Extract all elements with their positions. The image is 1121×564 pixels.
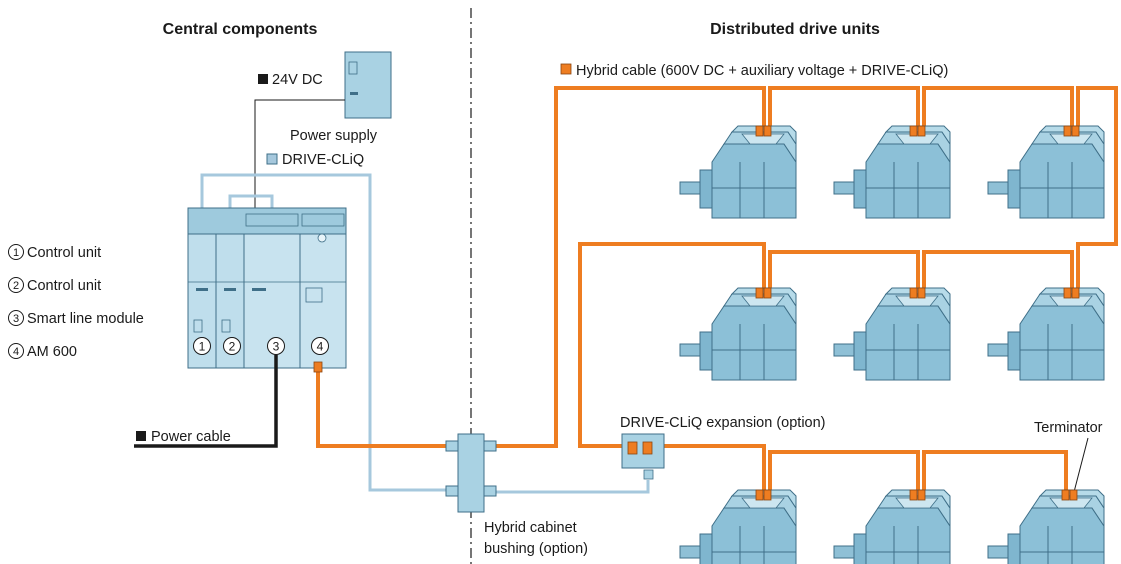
motor-r3-c2 [833, 489, 951, 564]
svg-text:Control unit: Control unit [27, 278, 101, 294]
bushing-label-line1: Hybrid cabinet [484, 520, 577, 536]
hybrid-cable-seg-1 [768, 86, 920, 128]
svg-text:Control unit: Control unit [27, 245, 101, 261]
dc24-label: 24V DC [272, 72, 323, 88]
motor-r1-c1 [679, 125, 797, 219]
hybrid-cable-seg-5 [768, 250, 920, 290]
motor-r1-c2 [833, 125, 951, 219]
svg-text:2: 2 [229, 340, 236, 354]
drive-cliq-cable-link [228, 194, 274, 210]
component-item-3: 3 Smart line module [8, 310, 144, 327]
power-supply-label: Power supply [290, 128, 378, 144]
motor-r2-c1 [679, 287, 797, 381]
motor-r2-c3 [987, 287, 1105, 381]
hybrid-cable-seg-9 [922, 450, 1068, 492]
heading-distributed: Distributed drive units [710, 21, 880, 38]
hybrid-cable-main [493, 86, 766, 448]
heading-central: Central components [163, 21, 318, 38]
terminator-pointer [1073, 437, 1089, 493]
drive-cliq-label: DRIVE-CLiQ [282, 152, 364, 168]
component-item-1: 1 Control unit [8, 244, 101, 261]
rack-number-2: 2 [223, 337, 241, 355]
svg-text:3: 3 [13, 313, 19, 325]
power-cable [134, 355, 278, 448]
hybrid-cable-rack [316, 368, 450, 448]
svg-text:AM 600: AM 600 [27, 344, 77, 360]
hybrid-cable-seg-8 [768, 450, 920, 492]
rack-number-4: 4 [311, 337, 329, 355]
hybrid-cable-seg-3 [1076, 86, 1118, 290]
power-cable-legend-square [136, 431, 146, 441]
hybrid-cable-seg-6 [578, 242, 766, 448]
expansion-label: DRIVE-CLiQ expansion (option) [620, 415, 826, 431]
component-list: 1 Control unit 2 Control unit 3 Smart li… [8, 244, 144, 360]
component-item-2: 2 Control unit [8, 277, 101, 294]
power-supply-unit [344, 51, 392, 119]
dc24-wire [254, 99, 345, 210]
motor-r2-c2 [833, 287, 951, 381]
drive-cliq-cable-main [200, 173, 450, 492]
drive-rack [187, 207, 347, 369]
drive-cliq-expansion-box [621, 433, 665, 480]
svg-text:1: 1 [13, 247, 19, 259]
hybrid-cable-seg-7 [660, 444, 766, 492]
svg-text:4: 4 [317, 340, 324, 354]
rack-number-1: 1 [193, 337, 211, 355]
bushing-label-line2: bushing (option) [484, 541, 588, 557]
svg-text:1: 1 [199, 340, 206, 354]
hybrid-cabinet-bushing [445, 433, 497, 513]
power-cable-label: Power cable [151, 429, 231, 445]
terminator-label: Terminator [1034, 420, 1103, 436]
svg-text:4: 4 [13, 346, 19, 358]
motor-r1-c3 [987, 125, 1105, 219]
svg-text:3: 3 [273, 340, 280, 354]
hybrid-cable-label: Hybrid cable (600V DC + auxiliary voltag… [576, 63, 948, 79]
drive-cliq-legend-square [266, 153, 278, 165]
dc24-legend-square [258, 74, 268, 84]
svg-text:Smart line module: Smart line module [27, 311, 144, 327]
hybrid-legend-square [560, 63, 572, 75]
svg-text:2: 2 [13, 280, 19, 292]
motor-r3-c3 [987, 489, 1105, 564]
hybrid-cable-seg-4 [922, 250, 1074, 290]
drive-cliq-cable-expansion [493, 480, 650, 494]
component-item-4: 4 AM 600 [8, 343, 77, 360]
motor-r3-c1 [679, 489, 797, 564]
hybrid-cable-seg-2 [922, 86, 1074, 128]
rack-number-3: 3 [267, 337, 285, 355]
